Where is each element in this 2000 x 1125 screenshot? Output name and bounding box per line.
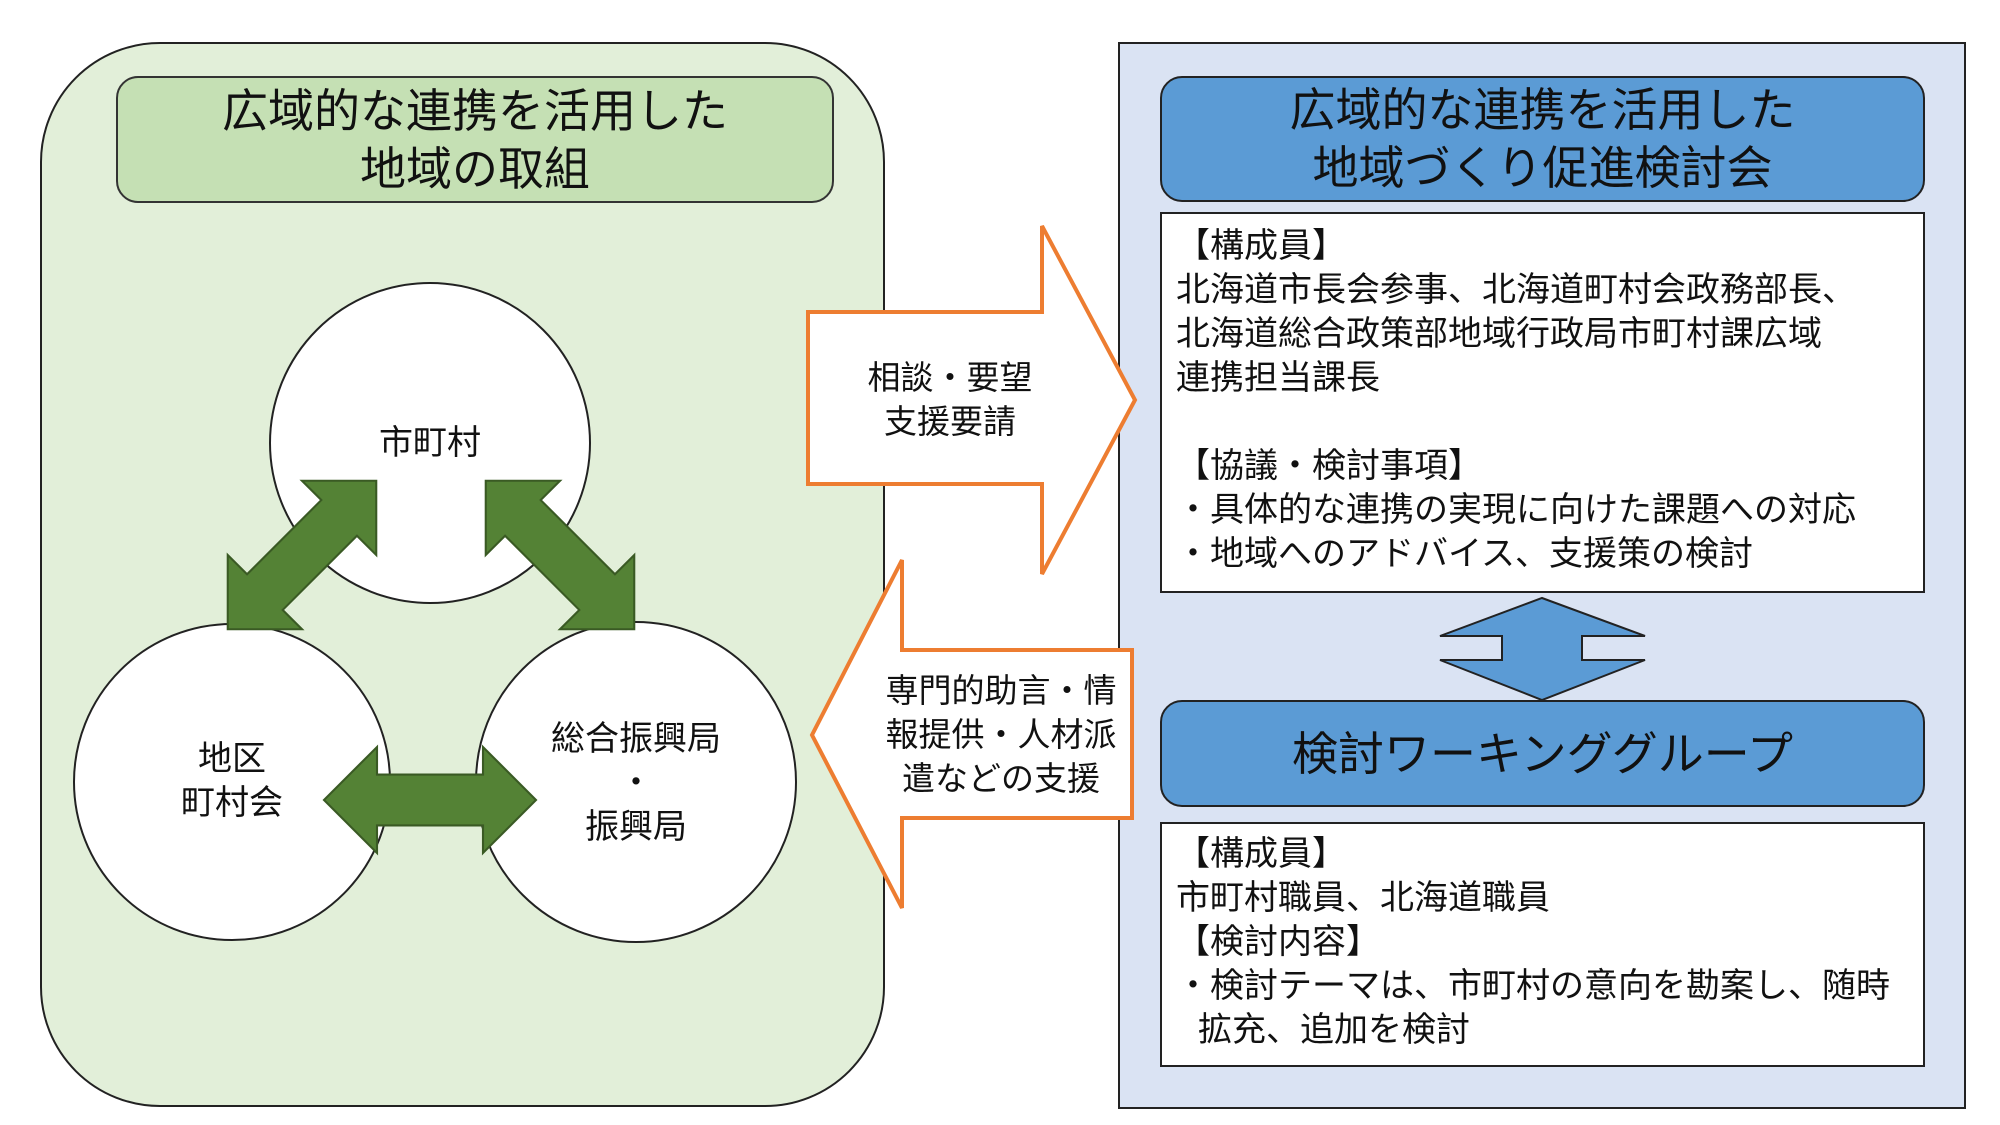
working-group-title-text: 検討ワーキンググループ (1292, 726, 1793, 781)
double-arrow-top-left (226, 479, 378, 631)
arrow-to-committee (806, 225, 1138, 575)
working-group-title: 検討ワーキンググループ (1160, 700, 1925, 807)
municipality-text: 市町村 (379, 423, 481, 463)
committee-title: 広域的な連携を活用した 地域づくり促進検討会 (1160, 76, 1925, 202)
circle-promotion-bureau-label: 総合振興局 ・ 振興局 (526, 716, 746, 850)
circle-municipality-label: 市町村 (330, 413, 530, 473)
committee-topics-heading: 【協議・検討事項】 (1176, 446, 1482, 486)
support-line2: 報提供・人材派 (885, 715, 1117, 754)
double-arrow-bottom (322, 744, 538, 856)
committee-members-heading: 【構成員】 (1176, 226, 1346, 266)
support-request-text: 支援要請 (884, 402, 1016, 441)
support-line1: 専門的助言・情 (885, 671, 1117, 710)
bureau-separator-text: ・ (619, 763, 653, 803)
committee-title-line2: 地域づくり促進検討会 (1312, 141, 1773, 195)
wg-members-heading: 【構成員】 (1176, 834, 1346, 874)
support-line3: 遣などの支援 (902, 759, 1100, 798)
left-panel-title: 広域的な連携を活用した 地域の取組 (116, 76, 834, 203)
committee-info-box: 【構成員】 北海道市長会参事、北海道町村会政務部長、 北海道総合政策部地域行政局… (1160, 212, 1925, 593)
consultation-text: 相談・要望 (867, 358, 1033, 397)
arrow-to-committee-label: 相談・要望 支援要請 (840, 355, 1060, 445)
committee-topic-1: ・具体的な連携の実現に向けた課題への対応 (1176, 490, 1856, 530)
committee-members-line2: 北海道総合政策部地域行政局市町村課広域 (1176, 314, 1822, 354)
arrow-to-region-label: 専門的助言・情 報提供・人材派 遣などの支援 (870, 668, 1132, 802)
wg-members-text: 市町村職員、北海道職員 (1176, 878, 1550, 918)
double-arrow-top-right (484, 479, 636, 631)
spacer (1176, 400, 1909, 444)
committee-members-line3: 連携担当課長 (1176, 358, 1380, 398)
left-title-line2: 地域の取組 (360, 141, 590, 196)
left-title-line1: 広域的な連携を活用した (222, 83, 728, 138)
general-bureau-text: 総合振興局 (551, 719, 721, 759)
committee-topic-2: ・地域へのアドバイス、支援策の検討 (1176, 534, 1753, 574)
district-text: 地区 (198, 739, 266, 779)
arrow-to-region (809, 559, 1134, 909)
wg-content-line2: 拡充、追加を検討 (1198, 1010, 1470, 1050)
town-association-text: 町村会 (181, 783, 283, 823)
wg-content-line1: ・検討テーマは、市町村の意向を勘案し、随時 (1176, 966, 1890, 1006)
promotion-bureau-text: 振興局 (585, 807, 687, 847)
committee-title-line1: 広域的な連携を活用した (1289, 83, 1796, 137)
vertical-double-arrow (1439, 596, 1646, 702)
wg-content-heading: 【検討内容】 (1176, 922, 1380, 962)
committee-members-line1: 北海道市長会参事、北海道町村会政務部長、 (1176, 270, 1856, 310)
working-group-info-box: 【構成員】 市町村職員、北海道職員 【検討内容】 ・検討テーマは、市町村の意向を… (1160, 822, 1925, 1067)
circle-town-association-label: 地区 町村会 (142, 735, 322, 827)
